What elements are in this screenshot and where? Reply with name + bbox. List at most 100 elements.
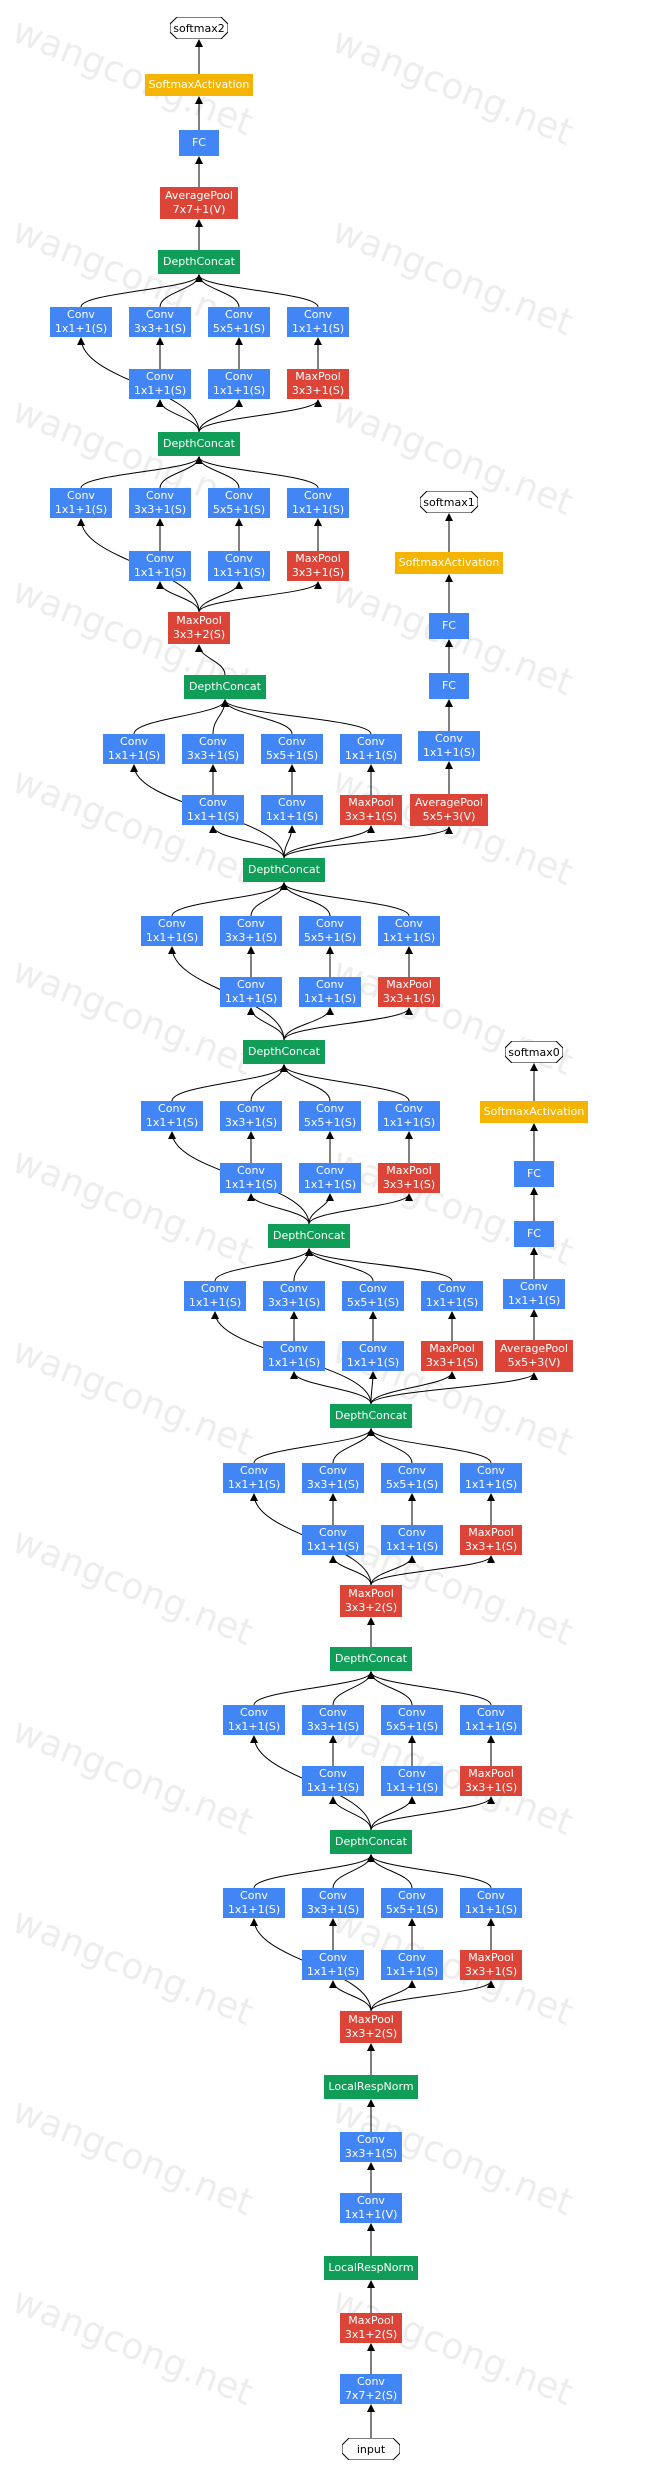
node-param-label: 5x5+1(S) [265, 749, 319, 762]
node-param-label: 5x5+1(S) [212, 322, 266, 335]
node-param-label: 1x1+1(S) [507, 1294, 561, 1307]
node-param-label: 5x5+1(S) [385, 1478, 439, 1491]
node-op-label: Conv [240, 1464, 268, 1477]
node-label: DepthConcat [335, 1409, 407, 1422]
node-op-label: Conv [520, 1280, 548, 1293]
edge-mp_mid-to-i3_red5 [370, 1555, 416, 1586]
node-param-label: 1x1+1(S) [265, 810, 319, 823]
node-param-label: 1x1+1(S) [303, 1178, 357, 1191]
node-op-label: Conv [438, 1282, 466, 1295]
edge-dc1-to-i2_red5 [370, 1796, 416, 1831]
node-op-label: Conv [398, 1464, 426, 1477]
node-op-label: Conv [120, 735, 148, 748]
edge-i4_conv5-to-dc4 [305, 1248, 374, 1282]
octagon-softmax1-shape [420, 491, 478, 513]
node-input: input [356, 2442, 386, 2456]
node-param-label: 1x1+1(S) [212, 566, 266, 579]
node-param-label: 1x1+1(S) [107, 749, 161, 762]
node-param-label: 1x1+1(S) [224, 992, 278, 1005]
edge-i4_conv3-to-dc4 [293, 1248, 313, 1282]
node-label: LocalRespNorm [328, 2261, 414, 2274]
node-label: DepthConcat [335, 1652, 407, 1665]
node-op-label: Conv [316, 1102, 344, 1115]
node-op-label: Conv [398, 1526, 426, 1539]
node-op-label: Conv [395, 917, 423, 930]
node-param-label: 5x5+1(S) [303, 931, 357, 944]
edge-dc8-to-i9_pool [198, 399, 322, 433]
node-op-label: Conv [398, 1767, 426, 1780]
edge-dc6-to-i7_red3 [209, 825, 285, 859]
edge-dc6-to-i7_pool [283, 825, 375, 859]
edge-dc5-to-i6_red3 [247, 1007, 285, 1041]
watermark-text: wangcong.net [327, 760, 579, 894]
node-op-label: Conv [280, 1342, 308, 1355]
node-op-label: Conv [316, 978, 344, 991]
node-param-label: 1x1+1(S) [227, 1903, 281, 1916]
edge-i9_convp-to-dc9 [195, 274, 319, 308]
octagon-softmax0-shape [505, 1041, 563, 1063]
node-dc3: DepthConcat [330, 1404, 412, 1428]
node-dc5: DepthConcat [243, 1040, 325, 1064]
edge-dc1-to-i2_pool [370, 1796, 495, 1831]
node-op-label: MaxPool [468, 1526, 514, 1539]
edge-dc4-to-i5_red5 [308, 1193, 334, 1225]
node-param-label: 3x3+2(S) [344, 2027, 398, 2040]
node-label: DepthConcat [273, 1229, 345, 1242]
node-label: DepthConcat [163, 255, 235, 268]
node-op-label: Conv [199, 735, 227, 748]
edge-i3_convp-to-dc3 [367, 1428, 492, 1464]
node-op-label: Conv [357, 2375, 385, 2388]
node-label: DepthConcat [248, 863, 320, 876]
node-op-label: Conv [225, 370, 253, 383]
node-param-label: 3x3+1(S) [291, 384, 345, 397]
node-dc7: DepthConcat [184, 675, 266, 699]
node-param-label: 3x3+1(S) [186, 749, 240, 762]
node-op-label: Conv [146, 370, 174, 383]
node-op-label: Conv [435, 732, 463, 745]
node-param-label: 1x1+1(S) [133, 566, 187, 579]
node-param-label: 3x3+1(S) [464, 1965, 518, 1978]
node-softmax1_act: SoftmaxActivation [395, 552, 503, 574]
node-param-label: 1x1+1(S) [145, 931, 199, 944]
node-dc9: DepthConcat [158, 250, 240, 274]
edge-mp_low-to-i1_pool [370, 1980, 495, 2012]
node-param-label: 3x3+2(S) [172, 628, 226, 641]
node-param-label: 5x5+1(S) [212, 503, 266, 516]
node-op-label: Conv [237, 1164, 265, 1177]
node-param-label: 3x3+1(S) [382, 992, 436, 1005]
node-op-label: Conv [398, 1706, 426, 1719]
edge-dc5-to-i6_pool [283, 1007, 413, 1041]
node-op-label: Conv [240, 1706, 268, 1719]
node-param-label: 1x1+1(S) [382, 931, 436, 944]
node-param-label: 1x1+1(S) [306, 1540, 360, 1553]
watermark-text: wangcong.net [7, 1330, 259, 1464]
node-op-label: Conv [395, 1102, 423, 1115]
